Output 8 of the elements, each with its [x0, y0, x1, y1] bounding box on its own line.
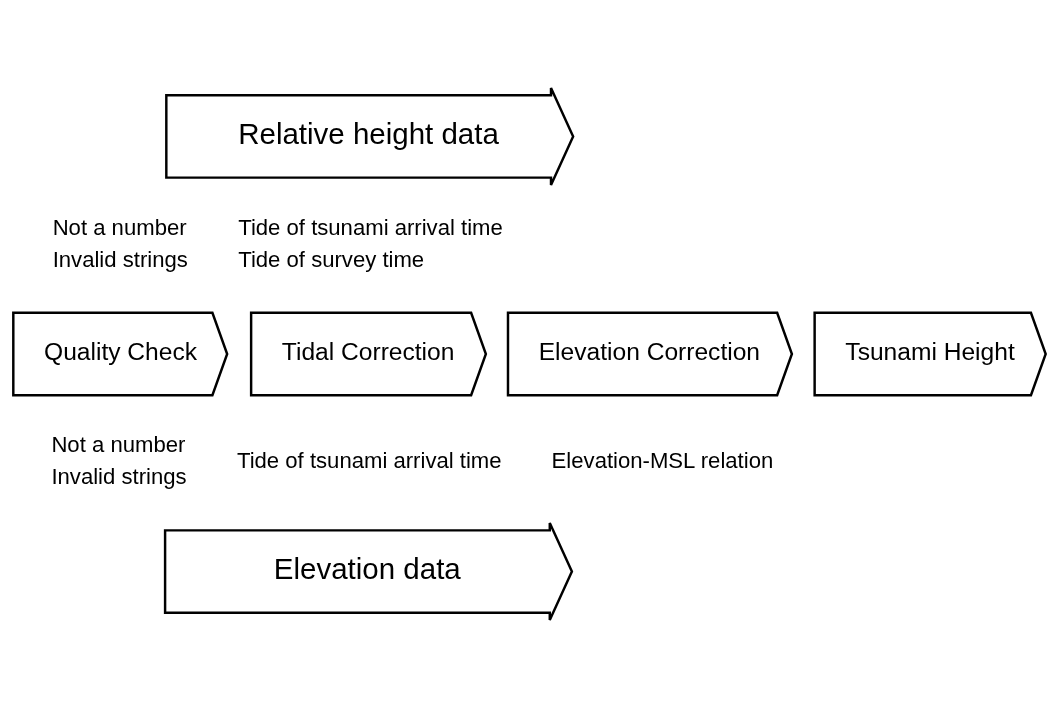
label: Invalid strings [52, 246, 188, 272]
label: Not a number [51, 431, 186, 457]
label: Invalid strings [51, 463, 187, 489]
label: Tide of tsunami arrival time [236, 447, 502, 473]
label: Tide of survey time [238, 246, 425, 272]
label: Tide of tsunami arrival time [238, 214, 503, 240]
label: Elevation-MSL relation [551, 447, 774, 473]
label: Not a number [52, 214, 187, 240]
